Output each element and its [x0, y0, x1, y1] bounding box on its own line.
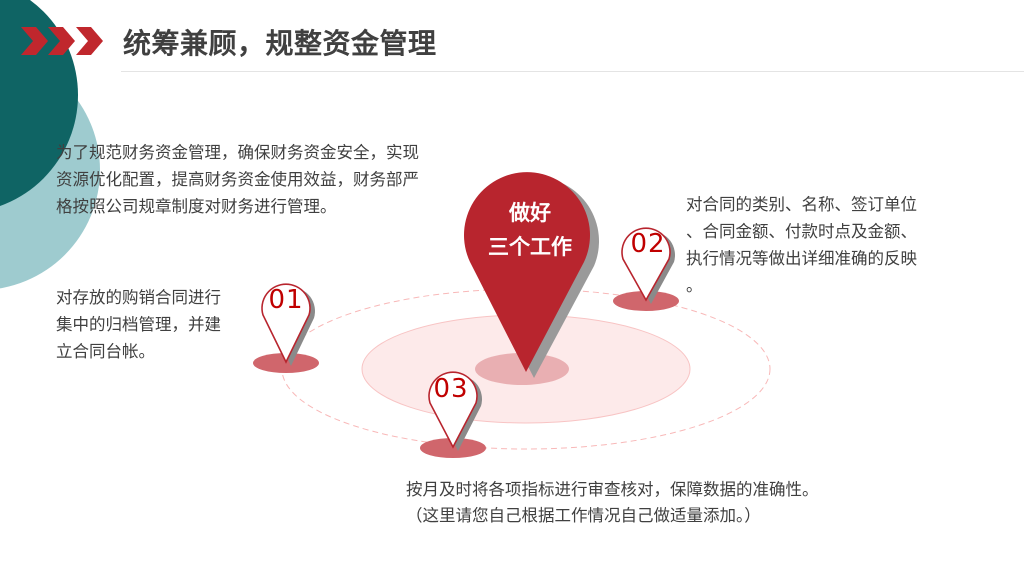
intro-line: 格按照公司规章制度对财务进行管理。: [56, 197, 337, 216]
item-01-text: 对存放的购销合同进行 集中的归档管理，并建 立合同台帐。: [56, 284, 221, 365]
center-label-line: 三个工作: [488, 235, 572, 259]
pin-number-01: 01: [268, 285, 304, 315]
item-02-text: 对合同的类别、名称、签订单位 、合同金额、付款时点及金额、 执行情况等做出详细准…: [686, 191, 917, 299]
center-pin-base: [475, 353, 569, 385]
item-line: 、合同金额、付款时点及金额、: [686, 222, 917, 241]
intro-line: 为了规范财务资金管理，确保财务资金安全，实现: [56, 143, 419, 162]
pin-02-base: [613, 291, 679, 311]
outer-orbit-ring: [281, 288, 771, 450]
item-line: （这里请您自己根据工作情况自己做适量添加。）: [406, 506, 761, 525]
center-pin-label: 做好 三个工作: [466, 196, 594, 264]
intro-line: 资源优化配置，提高财务资金使用效益，财务部严: [56, 170, 419, 189]
pin-03-base: [420, 438, 486, 458]
item-03-text: 按月及时将各项指标进行审查核对，保障数据的准确性。 （这里请您自己根据工作情况自…: [406, 477, 819, 529]
item-line: 对存放的购销合同进行: [56, 288, 221, 307]
page-title: 统筹兼顾，规整资金管理: [123, 27, 437, 60]
item-line: 。: [686, 276, 703, 295]
pin-01-base: [253, 353, 319, 373]
title-divider: [121, 71, 1024, 72]
intro-paragraph: 为了规范财务资金管理，确保财务资金安全，实现 资源优化配置，提高财务资金使用效益…: [56, 139, 419, 220]
inner-orbit-ring: [361, 314, 691, 424]
center-label-line: 做好: [509, 201, 551, 225]
pin-number-02: 02: [630, 229, 666, 259]
item-line: 立合同台帐。: [56, 342, 155, 361]
item-line: 执行情况等做出详细准确的反映: [686, 249, 917, 268]
item-line: 对合同的类别、名称、签订单位: [686, 195, 917, 214]
item-line: 集中的归档管理，并建: [56, 315, 221, 334]
chevron-icon: [21, 27, 103, 55]
item-line: 按月及时将各项指标进行审查核对，保障数据的准确性。: [406, 480, 819, 499]
pin-number-03: 03: [433, 374, 469, 404]
